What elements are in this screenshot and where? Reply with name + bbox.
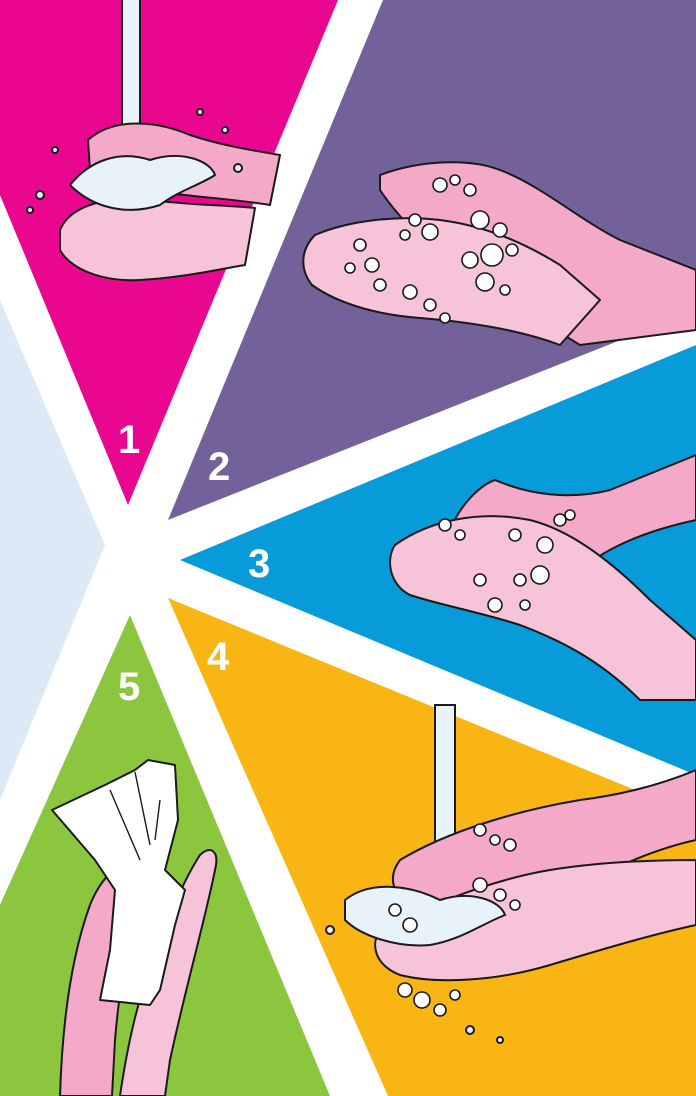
step-2-number: 2 (208, 445, 230, 489)
step-3-number: 3 (248, 542, 270, 586)
step-4-number: 4 (207, 635, 230, 679)
step-1-number: 1 (118, 418, 140, 462)
step-5-number: 5 (118, 665, 140, 709)
